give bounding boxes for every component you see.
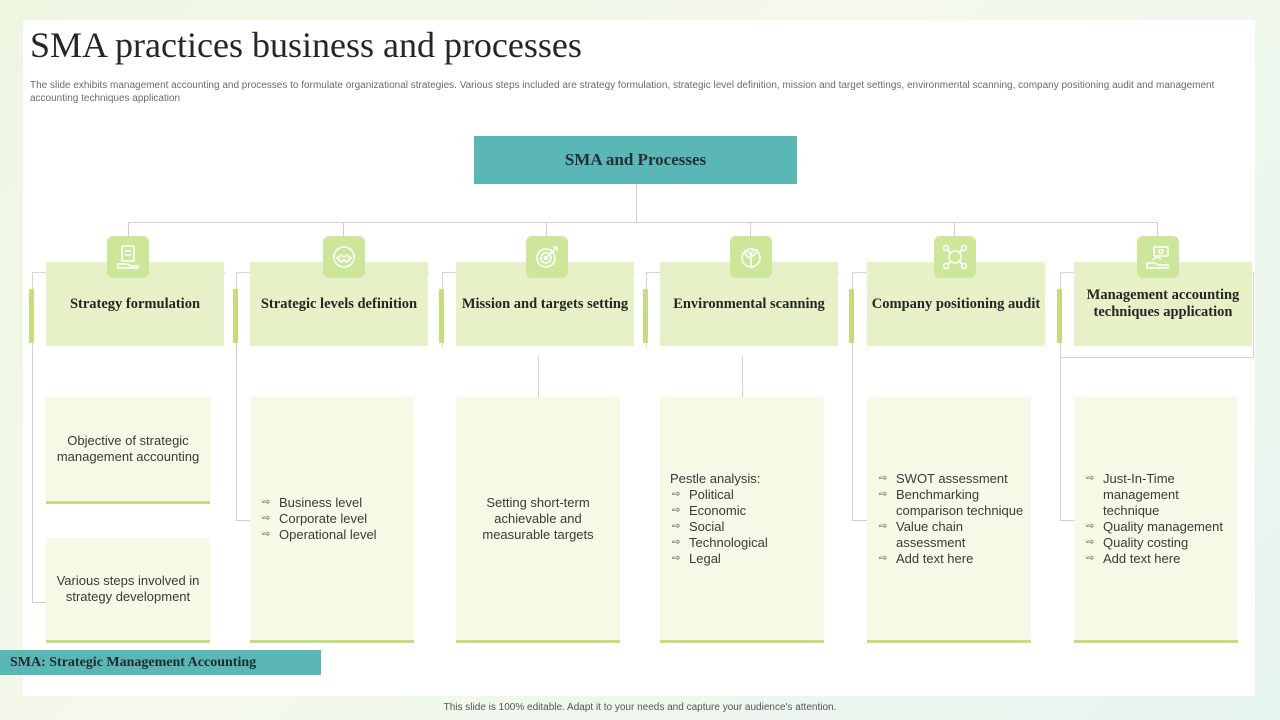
root-label: SMA and Processes [564, 150, 707, 169]
page-title: SMA practices business and processes [30, 25, 582, 65]
column-title: Mission and targets setting [461, 295, 629, 312]
card-audit: SWOT assessment Benchmarking comparison … [867, 397, 1031, 643]
column-title: Company positioning audit [871, 295, 1041, 312]
connector [546, 222, 547, 236]
pestle-intro: Pestle analysis: [670, 470, 761, 486]
connector [750, 222, 751, 236]
connector [32, 346, 33, 602]
list-item: Just-In-Time management technique [1084, 471, 1232, 519]
column-title: Strategy formulation [69, 295, 201, 312]
list-item: Business level [260, 495, 408, 511]
globe-plant-icon [730, 236, 772, 278]
connector [343, 222, 344, 236]
card-text: Setting short-term achievable and measur… [482, 494, 594, 542]
connector [636, 184, 637, 222]
list-item: SWOT assessment [877, 471, 1025, 487]
list-item: Technological [670, 535, 818, 551]
connector [1157, 222, 1158, 236]
abbreviation-tag: SMA: Strategic Management Accounting [0, 650, 321, 675]
list-item: Corporate level [260, 511, 408, 527]
accent-bar [643, 289, 648, 343]
connector [742, 356, 743, 397]
connector [236, 346, 237, 520]
column-title: Management accounting techniques applica… [1086, 287, 1240, 320]
list-item: Legal [670, 551, 818, 567]
footnote: This slide is 100% editable. Adapt it to… [443, 702, 837, 713]
list-item: Benchmarking comparison technique [877, 487, 1025, 519]
list-item: Quality costing [1084, 535, 1232, 551]
connector [32, 602, 46, 603]
connector [852, 520, 867, 521]
card-strategy-steps: Various steps involved in strategy devel… [46, 538, 210, 643]
accent-bar [233, 289, 238, 343]
audit-list: SWOT assessment Benchmarking comparison … [877, 471, 1025, 567]
clipboard-hand-icon [107, 236, 149, 278]
accent-bar [439, 289, 444, 343]
connector [128, 222, 129, 236]
connector [852, 346, 853, 520]
root-node: SMA and Processes [474, 136, 797, 184]
column-title: Strategic levels definition [260, 295, 418, 312]
list-item: Quality management [1084, 519, 1232, 535]
abbreviation-label: SMA: Strategic Management Accounting [10, 654, 257, 670]
list-item: Add text here [877, 551, 1025, 567]
connector [236, 520, 250, 521]
connector [128, 222, 1158, 223]
money-hand-icon [1137, 236, 1179, 278]
accent-bar [29, 289, 34, 343]
card-mission: Setting short-term achievable and measur… [456, 397, 620, 643]
target-icon [526, 236, 568, 278]
handshake-icon [323, 236, 365, 278]
card-text: Various steps involved in strategy devel… [56, 573, 200, 604]
list-item: Value chain assessment [877, 519, 1025, 551]
list-item: Operational level [260, 527, 408, 543]
card-strategy-objective: Objective of strategic management accoun… [46, 397, 210, 504]
slide-description: The slide exhibits management accounting… [30, 80, 1215, 104]
list-item: Add text here [1084, 551, 1232, 567]
list-item: Social [670, 519, 818, 535]
card-text: Objective of strategic management accoun… [56, 433, 200, 464]
pestle-list: Political Economic Social Technological … [670, 487, 818, 567]
levels-list: Business level Corporate level Operation… [260, 495, 408, 543]
list-item: Political [670, 487, 818, 503]
connector [1060, 356, 1061, 520]
connector [954, 222, 955, 236]
network-icon [934, 236, 976, 278]
list-item: Economic [670, 503, 818, 519]
slide-canvas [23, 20, 1255, 696]
accent-bar [849, 289, 854, 343]
connector [1060, 520, 1074, 521]
connector [538, 356, 539, 397]
accent-bar [1057, 289, 1062, 343]
card-levels: Business level Corporate level Operation… [250, 397, 414, 643]
column-title: Environmental scanning [673, 295, 825, 312]
card-techniques: Just-In-Time management technique Qualit… [1074, 397, 1238, 643]
techniques-list: Just-In-Time management technique Qualit… [1084, 471, 1232, 567]
card-environment: Pestle analysis: Political Economic Soci… [660, 397, 824, 643]
